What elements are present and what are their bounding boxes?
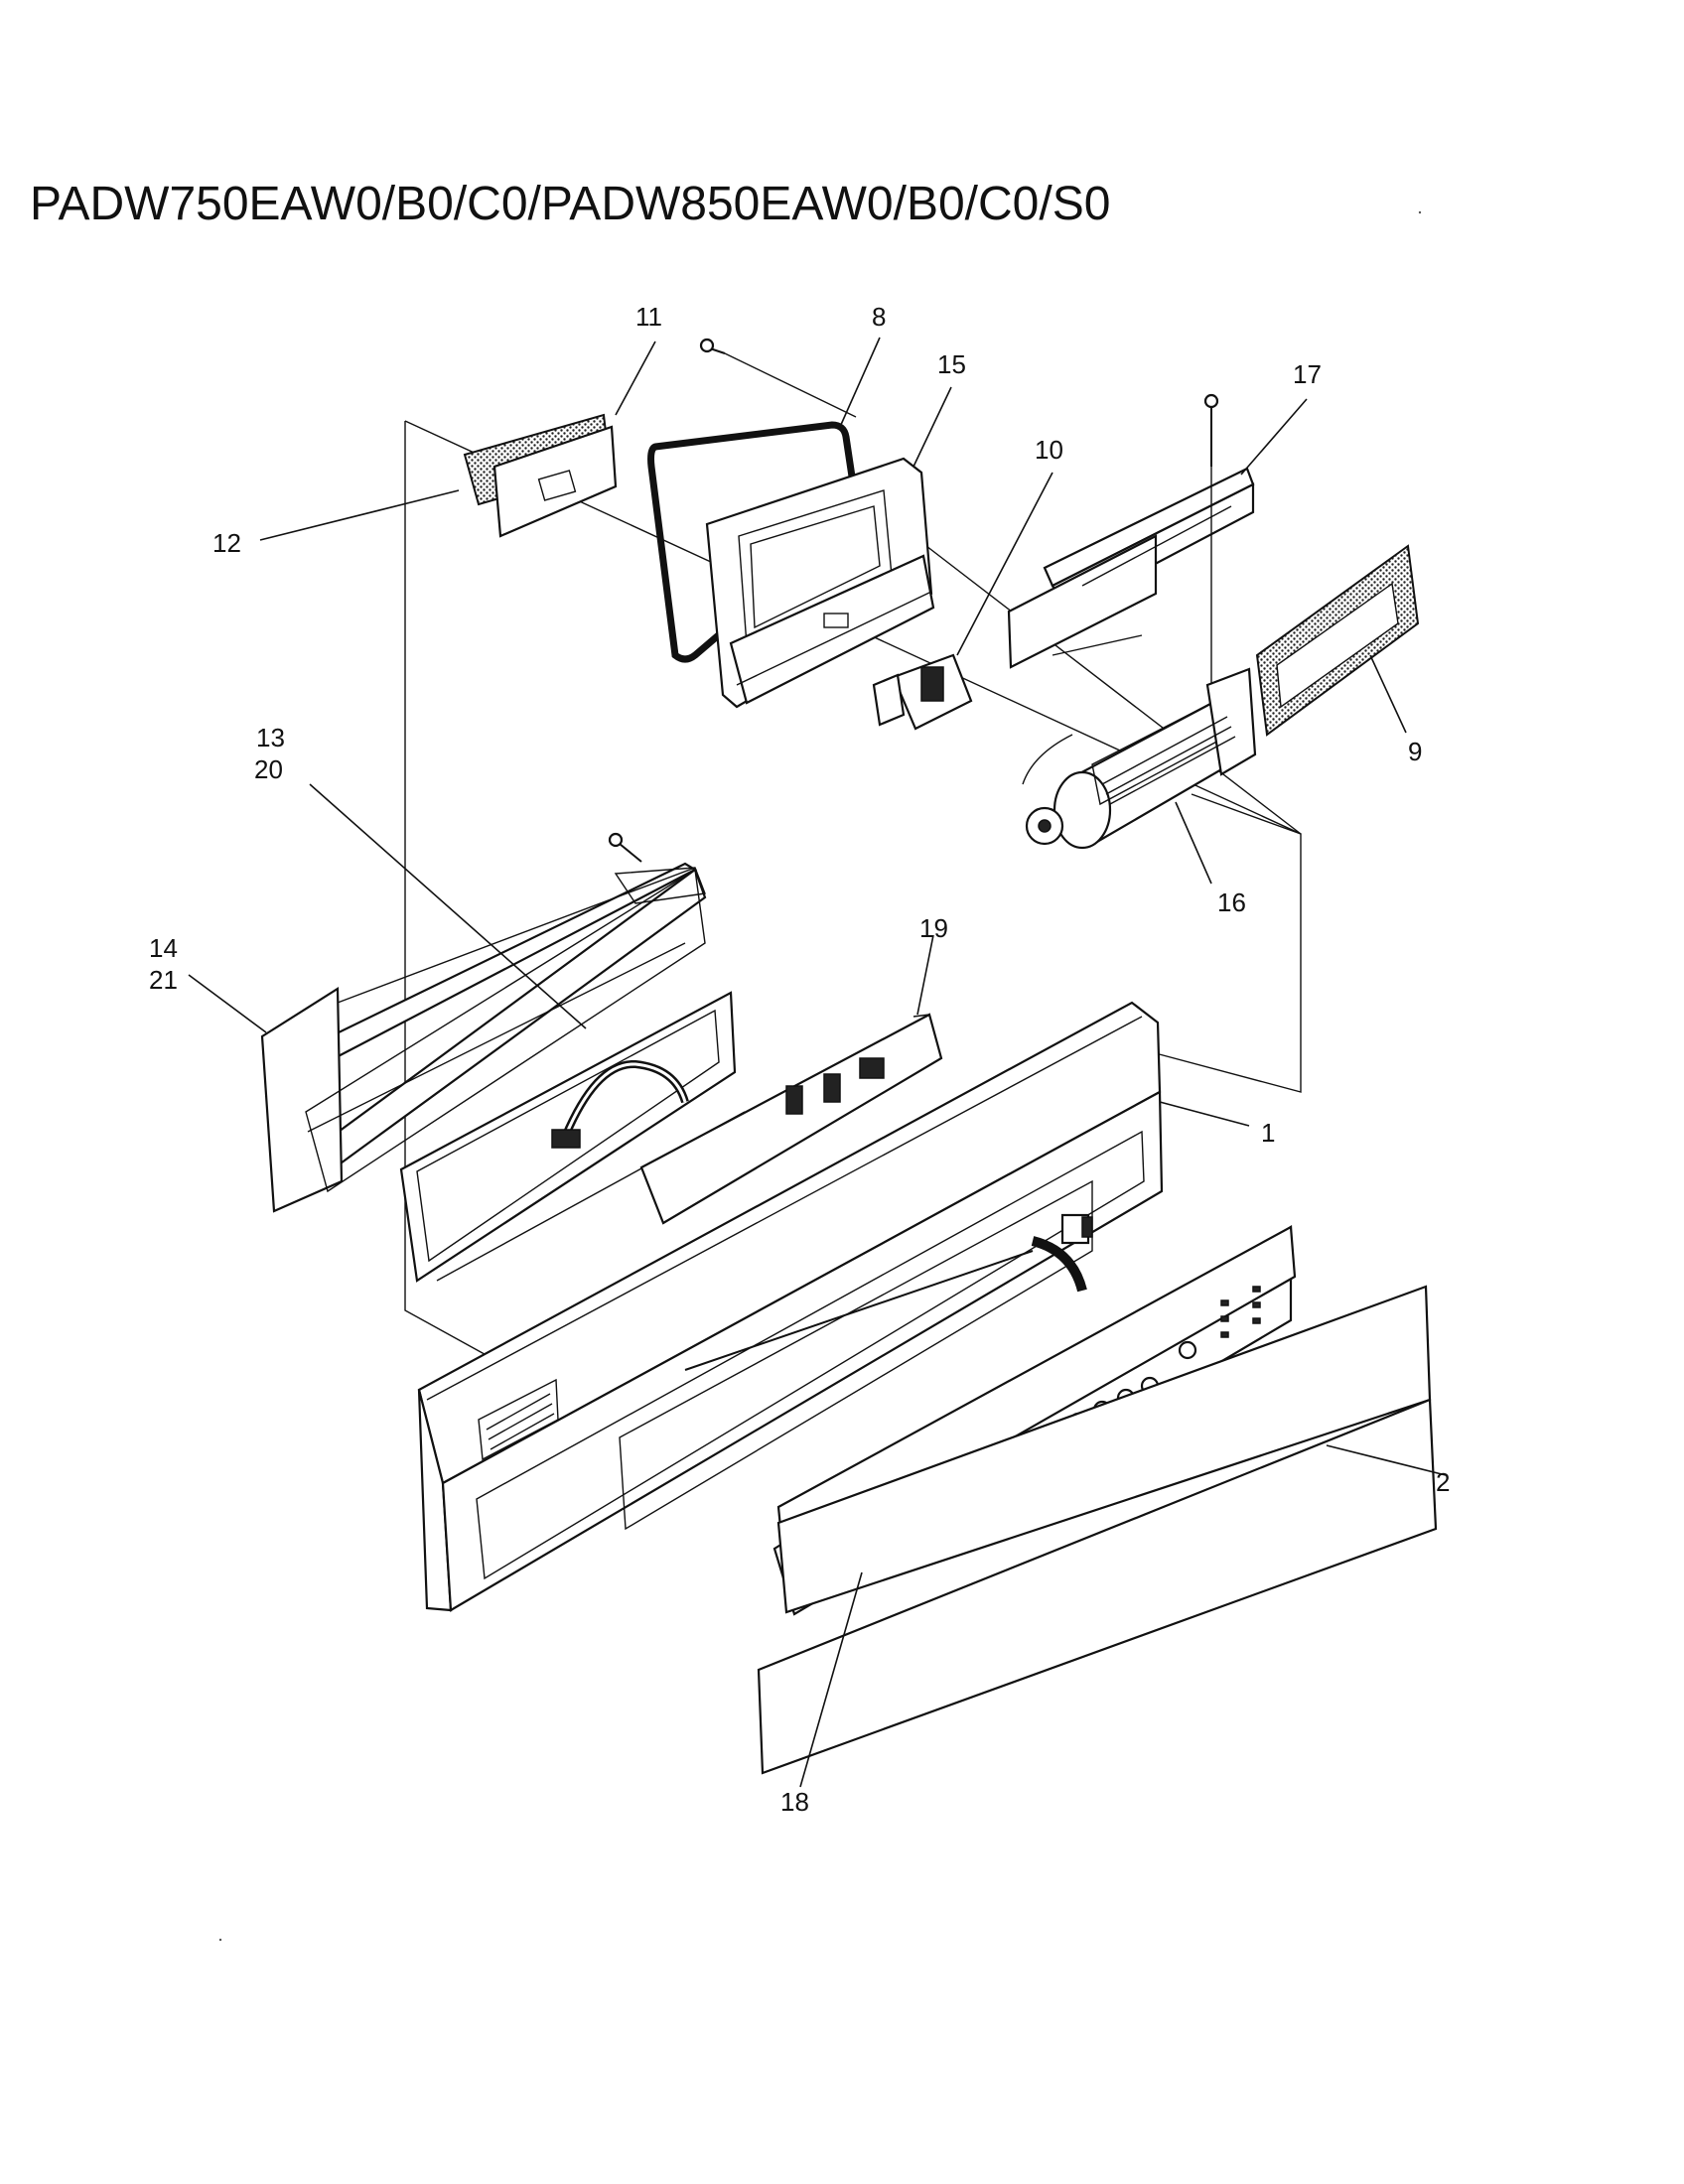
wire-harness (551, 1059, 689, 1149)
callout-12: 12 (212, 528, 241, 558)
callout-14: 14 (149, 933, 178, 963)
part-19-control-board (639, 1013, 943, 1225)
callout-21: 21 (149, 965, 178, 995)
stray-dot-2 (218, 1938, 222, 1942)
callout-10: 10 (1035, 435, 1063, 465)
callout-15: 15 (937, 349, 966, 379)
part-8-gasket (647, 421, 862, 663)
callout-16: 16 (1217, 887, 1246, 917)
callout-9: 9 (1408, 737, 1422, 766)
callout-18: 18 (780, 1787, 809, 1817)
callout-8: 8 (872, 302, 886, 332)
page-title: PADW750EAW0/B0/C0/PADW850EAW0/B0/C0/S0 (30, 178, 1111, 230)
part-16-blower (1022, 634, 1257, 850)
part-15-vent-housing (705, 457, 935, 709)
leader-lines (188, 337, 1447, 1788)
callout-11: 11 (635, 302, 662, 332)
part-17-duct (1007, 467, 1255, 669)
callout-17: 17 (1293, 359, 1322, 389)
screw-icon (699, 338, 857, 418)
part-9-gasket-plate (1255, 544, 1420, 737)
stray-dot (1418, 210, 1422, 214)
screw-icon-17 (1203, 393, 1219, 695)
callout-2: 2 (1436, 1467, 1450, 1497)
callout-1: 1 (1261, 1118, 1275, 1148)
callout-13: 13 (256, 723, 285, 752)
part-18-overlay (757, 1285, 1438, 1775)
screw-icon-housing (608, 832, 642, 863)
callout-20: 20 (254, 754, 283, 784)
callout-labels: 11 8 15 17 10 12 9 13 20 16 19 14 21 1 2… (149, 302, 1450, 1817)
callout-19: 19 (919, 913, 948, 943)
part-11-vent-cover (463, 413, 618, 538)
part-10-switch (872, 653, 973, 731)
part-1-console-panel (417, 1001, 1164, 1612)
